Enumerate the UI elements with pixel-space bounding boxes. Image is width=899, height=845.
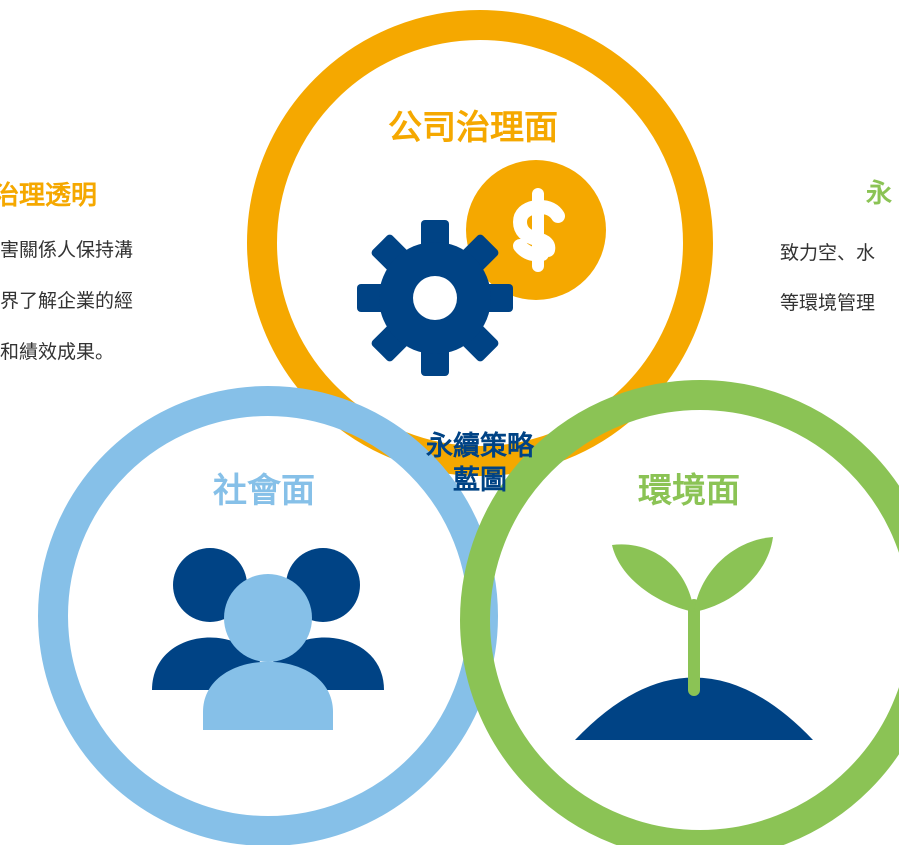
right-panel-title: 永 — [866, 179, 893, 209]
governance-label: 公司治理面 — [388, 108, 558, 148]
center-title: 永續策略 藍圖 — [400, 430, 560, 498]
people-group-icon — [152, 548, 384, 730]
sprout-icon — [575, 537, 813, 740]
right-panel-line-1: 致力空、水 — [780, 242, 876, 264]
governance-ring — [247, 10, 713, 476]
left-panel-line-3: 和績效成果。 — [0, 341, 115, 363]
environment-label: 環境面 — [638, 471, 740, 511]
environment-ring — [460, 380, 899, 845]
gear-dollar-icon — [357, 160, 606, 376]
left-panel-line-1: 害關係人保持溝 — [0, 239, 134, 261]
right-panel-line-2: 等環境管理 — [780, 292, 876, 314]
social-label: 社會面 — [213, 471, 315, 511]
center-title-line-1: 永續策略 — [426, 431, 534, 462]
left-panel-line-2: 界了解企業的經 — [0, 290, 134, 312]
center-title-line-2: 藍圖 — [453, 465, 507, 496]
left-panel-title: 治理透明 — [0, 181, 98, 211]
